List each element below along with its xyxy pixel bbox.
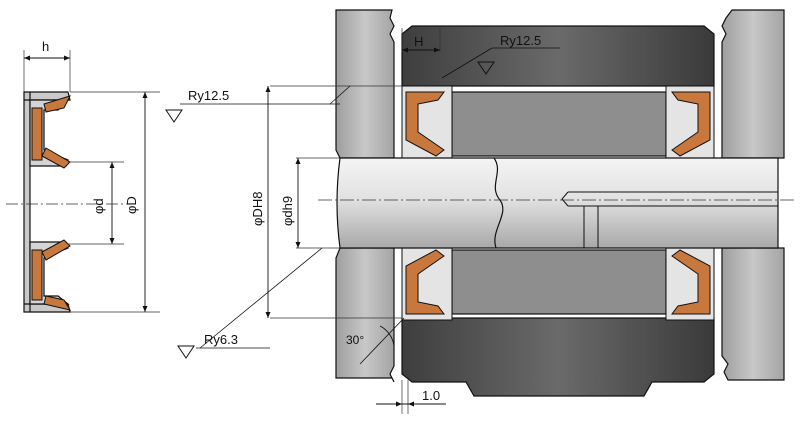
- roughness-rod-leader: [199, 247, 323, 349]
- chamfer-angle-label: 30°: [346, 333, 364, 347]
- roughness-left-label: Ry12.5: [188, 88, 229, 103]
- rod-tolerance-label: φdh9: [280, 196, 295, 226]
- roughness-left-symbol: [165, 109, 183, 123]
- roughness-rod-label: Ry6.3: [204, 332, 238, 347]
- housing-right: [721, 9, 785, 381]
- rod-internal-bore: [561, 191, 778, 248]
- roughness-top-symbol: [477, 61, 495, 75]
- spacer-upper: [451, 91, 667, 157]
- roughness-top-leader: [441, 47, 493, 79]
- seal-cross-section: h φD φd: [6, 39, 160, 313]
- chamfer-angle-line: [359, 317, 405, 365]
- rod-diameter-label: φd: [91, 198, 106, 214]
- roughness-rod-symbol: [177, 345, 195, 359]
- chamfer-angle-arc: [379, 325, 395, 347]
- piston-rod: [336, 157, 779, 249]
- chamfer-length-arrows: [396, 401, 414, 407]
- seal-lip-lower: [31, 239, 72, 311]
- housing-bottom: [401, 317, 715, 397]
- installed-seal-lips: [405, 91, 711, 315]
- housing-top: [401, 25, 715, 87]
- bore-diameter-label: φD: [124, 196, 139, 214]
- groove-tolerance-label: φDH8: [250, 192, 265, 226]
- seal-lip-upper: [31, 95, 71, 169]
- installation-assembly: H Ry12.5 φDH8 φdh9 Ry12.5 Ry6.3 30°: [165, 9, 796, 414]
- h-label: h: [42, 39, 49, 54]
- spacer-lower: [451, 249, 667, 315]
- chamfer-length-label: 1.0: [422, 388, 440, 403]
- H-label: H: [414, 34, 423, 49]
- roughness-left-pointer: [329, 85, 351, 105]
- roughness-top-label: Ry12.5: [500, 33, 541, 48]
